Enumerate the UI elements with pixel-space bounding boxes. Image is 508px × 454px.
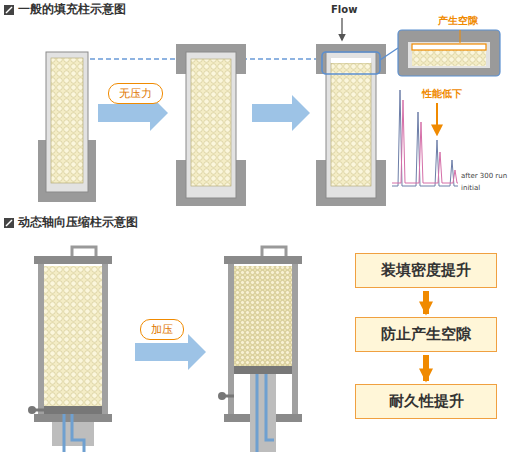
result-box: 装填密度提升 [355, 253, 497, 288]
annotation: after 300 run [461, 172, 507, 180]
header-icon [4, 218, 14, 228]
section-heading: 动态轴向压缩柱示意图 [18, 216, 138, 230]
packed-column [176, 44, 246, 206]
annotation: initial [461, 184, 480, 192]
packed-column [38, 52, 96, 202]
flow-arrow [341, 18, 342, 40]
header-icon [6, 7, 12, 13]
highlight-box [322, 52, 380, 74]
zoom-leader [380, 48, 398, 60]
result-box: 耐久性提升 [355, 384, 497, 419]
node-text: 无压力 [118, 86, 153, 101]
flow-arrow [423, 355, 429, 381]
header-icon [4, 5, 14, 15]
section-heading: 一般的填充柱示意图 [18, 3, 126, 17]
flow-arrow [423, 291, 429, 314]
node-text: 加压 [150, 322, 174, 337]
zoom-inset [398, 30, 500, 76]
annotation: Flow [331, 4, 357, 16]
chromatogram [392, 90, 458, 186]
node-text: 耐久性提升 [360, 392, 492, 411]
packed-column [316, 44, 386, 206]
dac-column [28, 247, 112, 452]
step-pill: 加压 [140, 319, 184, 340]
node-text: 装填密度提升 [360, 261, 492, 280]
step-pill: 无压力 [108, 83, 163, 104]
annotation: 性能低下 [422, 88, 462, 100]
annotation: 产生空隙 [438, 15, 478, 27]
callout-leader [460, 30, 461, 43]
result-box: 防止产生空隙 [355, 317, 497, 352]
header-icon [6, 220, 12, 226]
dac-column [218, 247, 302, 452]
callout-arrow [436, 103, 438, 134]
node-text: 防止产生空隙 [360, 325, 492, 344]
process-arrow [252, 95, 310, 131]
